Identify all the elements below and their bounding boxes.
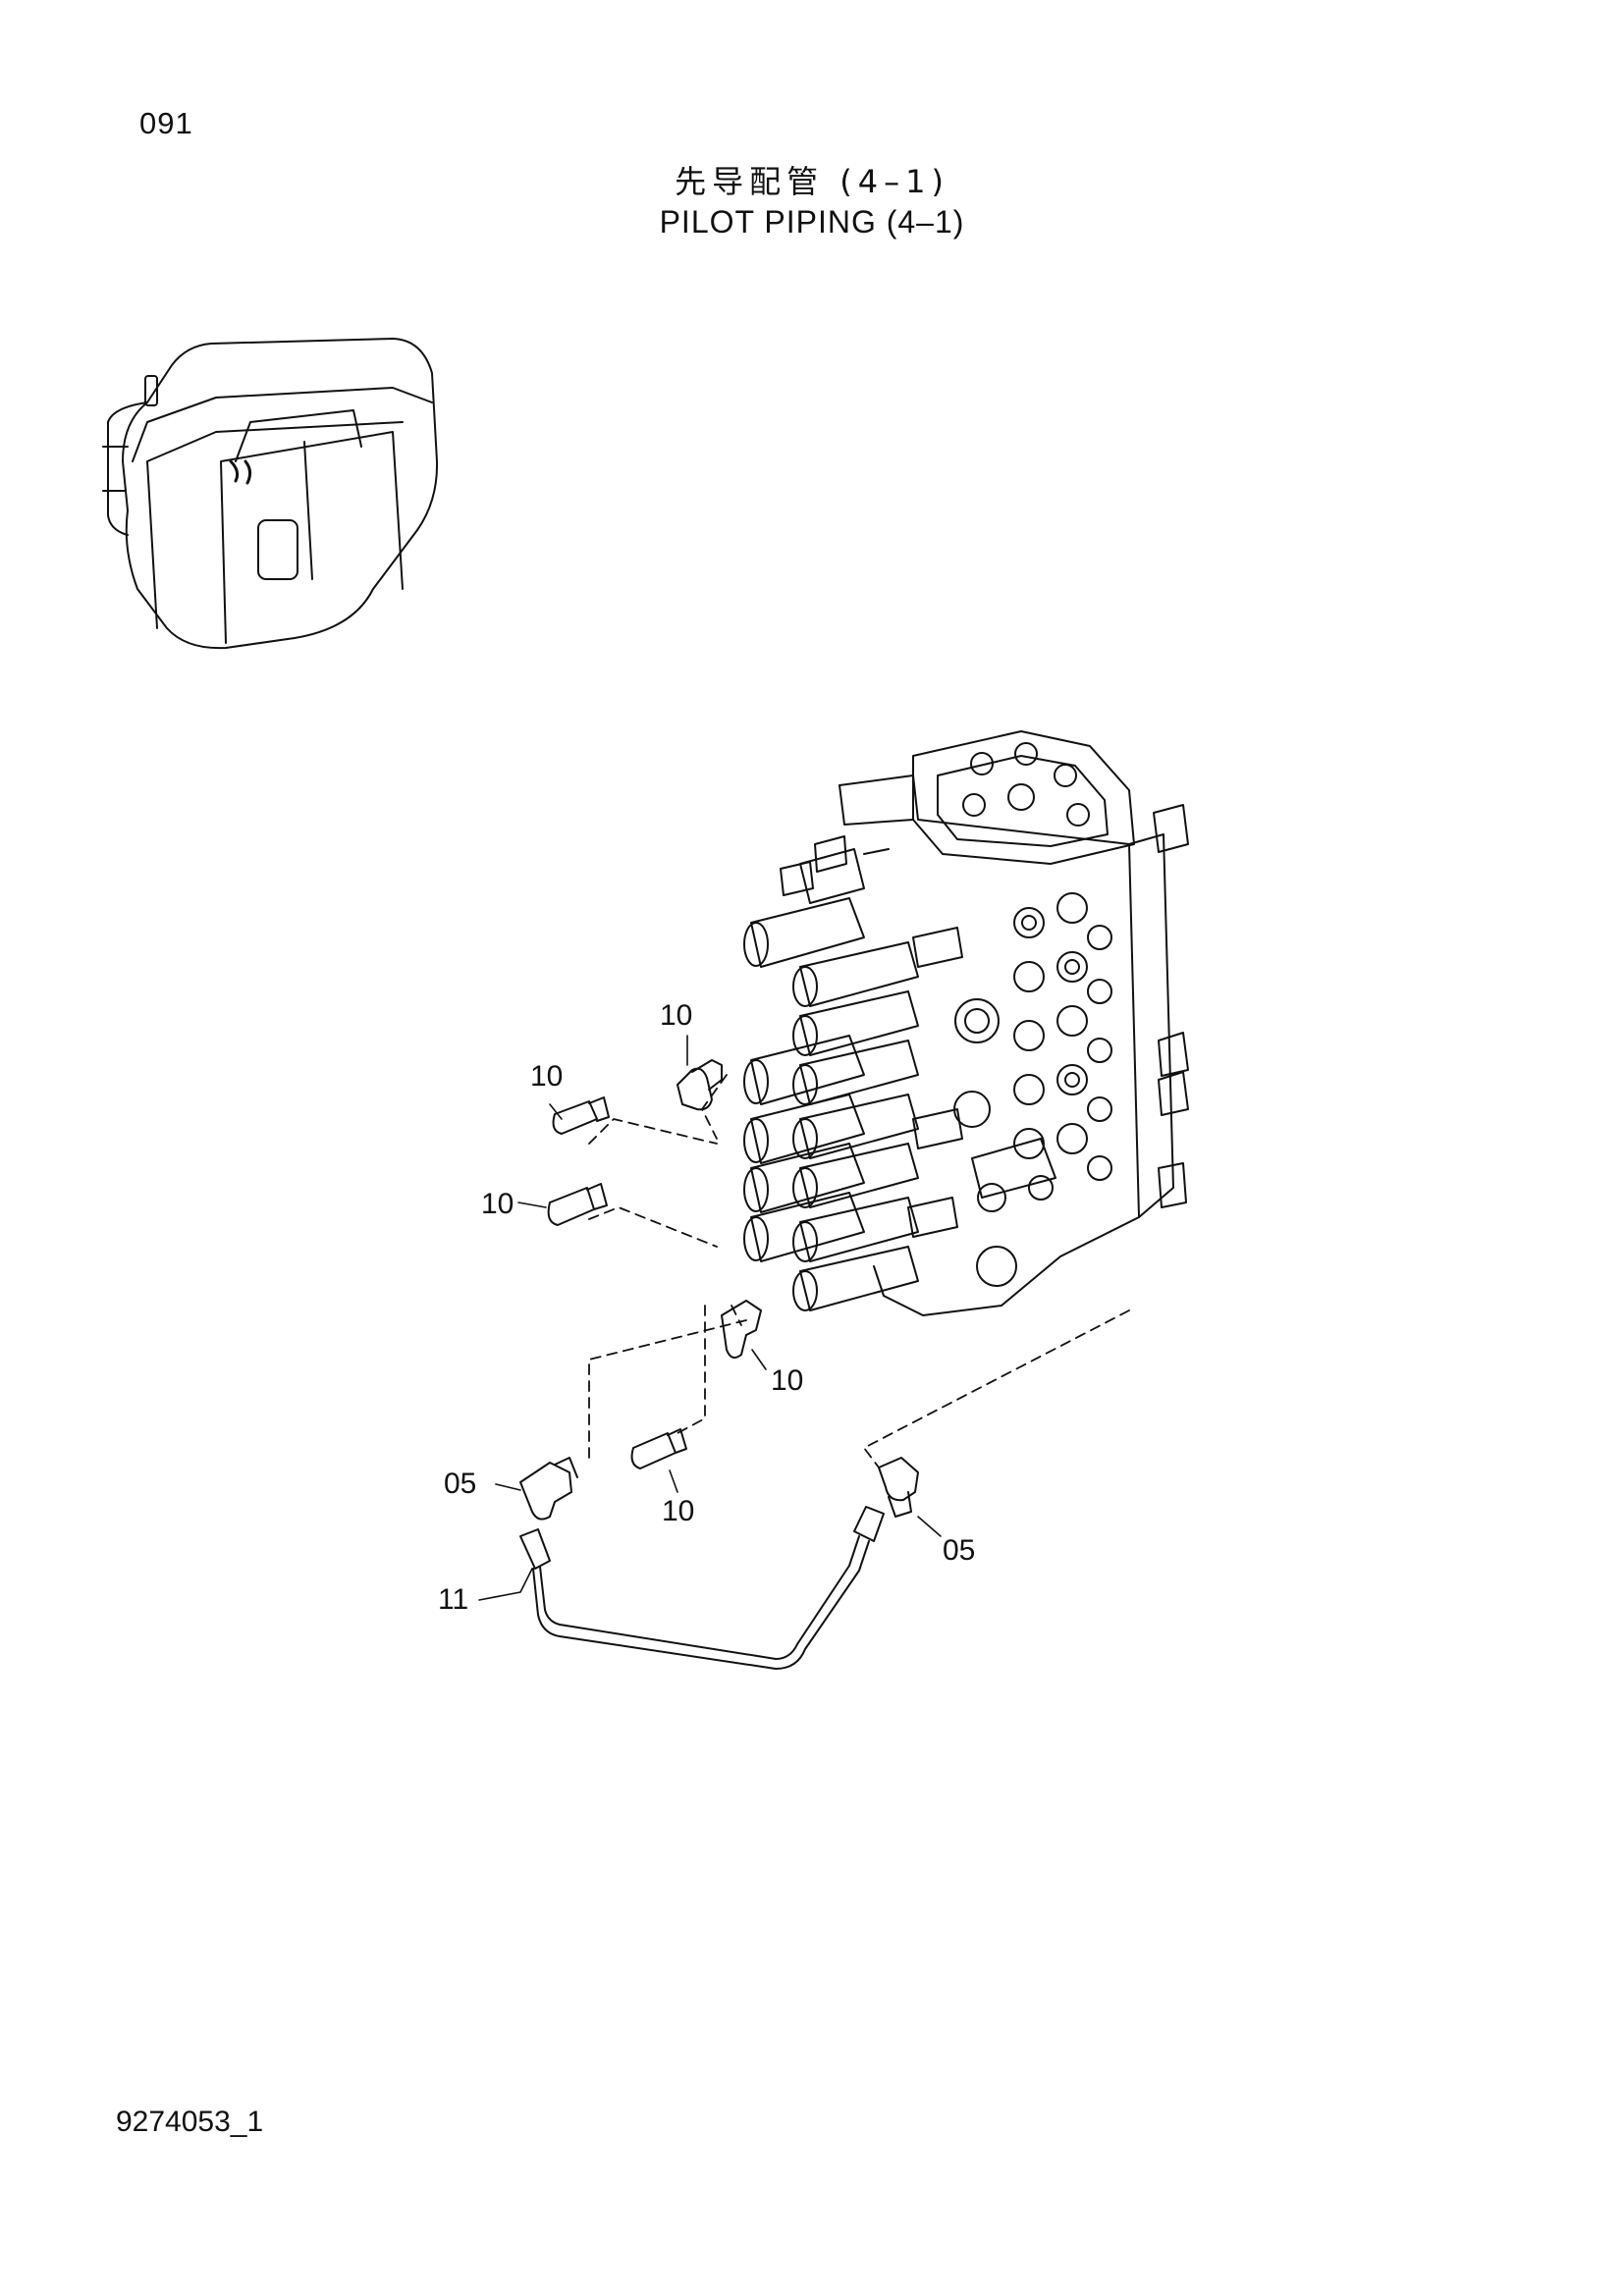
fitting-10-icon: [547, 1059, 762, 1469]
callout-leaders: [478, 1035, 942, 1601]
callout-label: 05: [943, 1534, 976, 1567]
page-title-english: PILOT PIPING (4–1): [659, 204, 965, 240]
fitting-05-icon: [519, 1457, 919, 1521]
pilot-pipe-icon: [519, 1506, 885, 1670]
callout-label: 10: [530, 1060, 564, 1093]
page-title-chinese: 先导配管 (4–1): [675, 163, 949, 200]
callout-label: 10: [662, 1495, 695, 1527]
page-number: 091: [139, 106, 193, 140]
callout-label: 10: [771, 1364, 804, 1397]
callout-label: 10: [481, 1188, 514, 1220]
control-valve-icon: [743, 730, 1189, 1316]
excavator-cab-icon: [102, 338, 439, 650]
leader-lines: [588, 1074, 1130, 1468]
document-id: 9274053_1: [116, 2106, 264, 2138]
callout-label: 11: [438, 1583, 469, 1616]
callout-label: 05: [444, 1468, 477, 1500]
callout-label: 10: [660, 999, 693, 1032]
